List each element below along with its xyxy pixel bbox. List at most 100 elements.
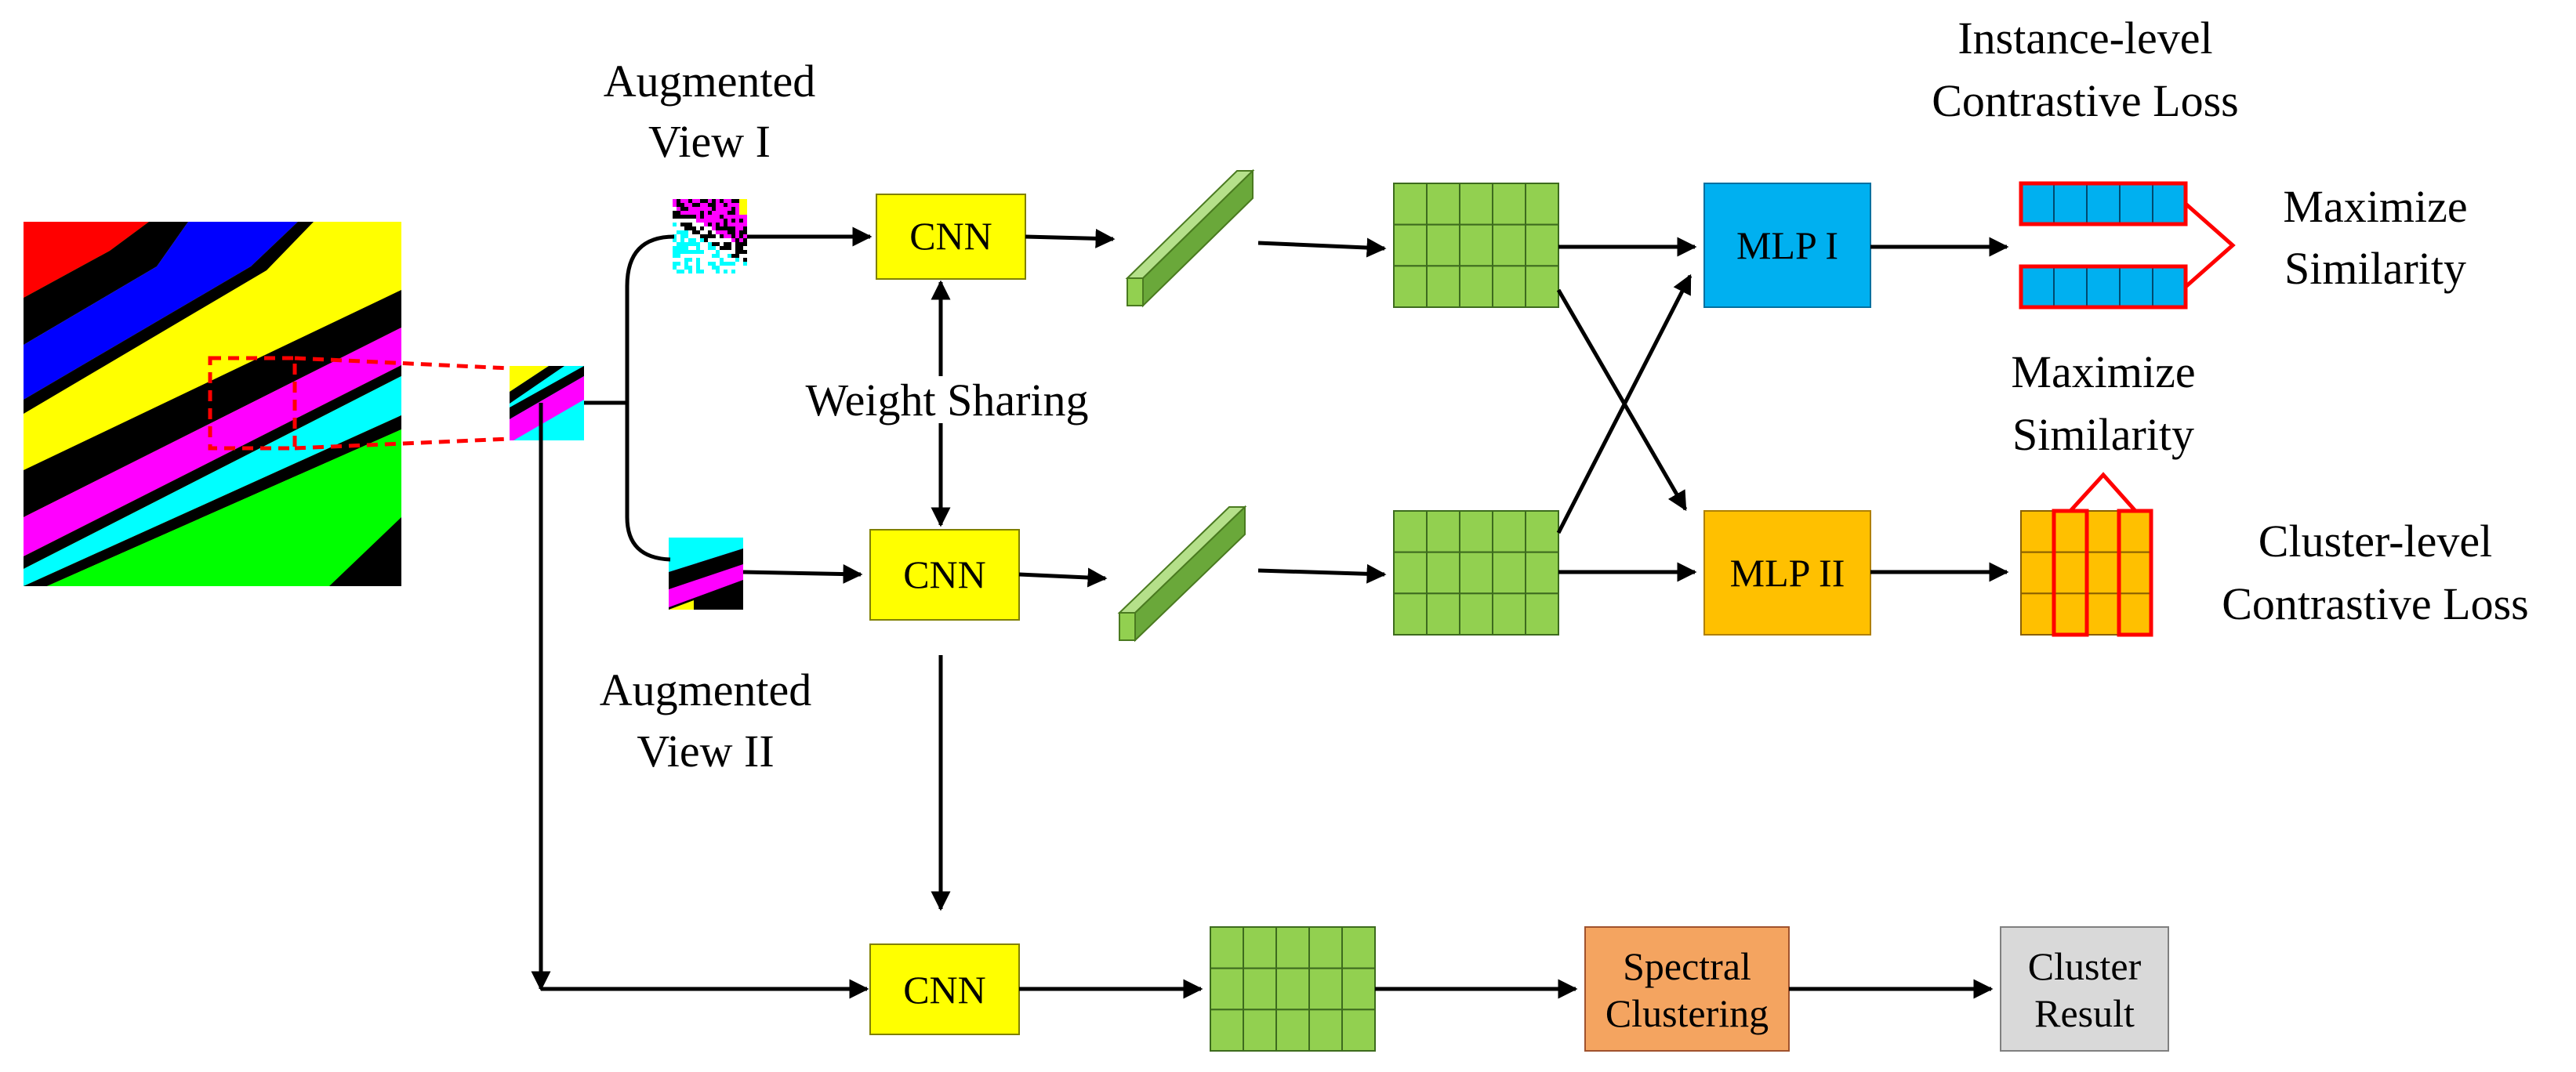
- noise-pixel: [704, 254, 708, 258]
- noise-pixel: [716, 211, 720, 215]
- noise-pixel: [700, 242, 704, 246]
- noise-pixel: [731, 254, 735, 258]
- noise-pixel: [724, 270, 727, 273]
- noise-pixel: [743, 262, 747, 266]
- mlp-1-label: MLP I: [1736, 223, 1838, 267]
- noise-pixel: [727, 234, 731, 238]
- noise-pixel: [692, 254, 696, 258]
- noise-pixel: [743, 270, 747, 273]
- noise-pixel: [677, 270, 680, 273]
- noise-pixel: [696, 223, 700, 226]
- noise-pixel: [727, 215, 731, 219]
- noise-pixel: [716, 254, 720, 258]
- grid-cell: [1492, 592, 1526, 636]
- noise-pixel: [673, 211, 677, 215]
- noise-pixel: [720, 234, 724, 238]
- noise-pixel: [696, 207, 700, 211]
- cnn-mid-box: [869, 529, 1020, 621]
- noise-pixel: [708, 242, 712, 246]
- noise-pixel: [724, 226, 727, 230]
- grid-cell: [1492, 223, 1526, 267]
- noise-pixel: [704, 270, 708, 273]
- spectral-label-line-2: Clustering: [1605, 991, 1769, 1035]
- noise-pixel: [708, 270, 712, 273]
- noise-pixel: [716, 266, 720, 270]
- noise-pixel: [727, 262, 731, 266]
- noise-pixel: [735, 203, 739, 207]
- noise-pixel: [727, 238, 731, 242]
- noise-pixel: [692, 223, 696, 226]
- noise-pixel: [677, 250, 680, 254]
- noise-pixel: [688, 211, 692, 215]
- noise-pixel: [724, 234, 727, 238]
- noise-pixel: [673, 203, 677, 207]
- grid-cell: [1492, 183, 1526, 226]
- noise-pixel: [692, 270, 696, 273]
- grid-cell: [1426, 592, 1460, 636]
- noise-pixel: [673, 262, 677, 266]
- noise-pixel: [673, 250, 677, 254]
- selected-region-outline: [208, 356, 297, 451]
- noise-pixel: [712, 219, 716, 223]
- noise-pixel: [735, 266, 739, 270]
- grid-cell: [2085, 510, 2120, 553]
- grid-cell: [1341, 1009, 1376, 1052]
- spectral-label-line-1: Spectral: [1623, 944, 1751, 988]
- result-label-line-1: Cluster: [2028, 944, 2142, 988]
- noise-pixel: [735, 219, 739, 223]
- noise-pixel: [700, 203, 704, 207]
- noise-pixel: [700, 207, 704, 211]
- noise-pixel: [696, 270, 700, 273]
- noise-pixel: [724, 238, 727, 242]
- branch-to-view-1: [584, 234, 675, 405]
- noise-pixel: [739, 203, 743, 207]
- noise-pixel: [696, 211, 700, 215]
- noise-pixel: [673, 254, 677, 258]
- noise-pixel: [743, 242, 747, 246]
- noise-pixel: [700, 211, 704, 215]
- grid-cell: [2086, 183, 2121, 225]
- map-region-blue: [24, 222, 298, 400]
- noise-pixel: [708, 254, 712, 258]
- noise-pixel: [696, 226, 700, 230]
- noise-pixel: [704, 258, 708, 262]
- arrow-vector-to-grid-mid: [1257, 563, 1387, 584]
- noise-pixel: [712, 230, 716, 234]
- noise-pixel: [692, 258, 696, 262]
- noise-pixel: [680, 266, 684, 270]
- noise-pixel: [700, 215, 704, 219]
- noise-pixel: [712, 250, 716, 254]
- noise-pixel: [720, 219, 724, 223]
- grid-cell: [1393, 510, 1428, 553]
- noise-pixel: [684, 250, 688, 254]
- noise-pixel: [731, 203, 735, 207]
- noise-pixel: [692, 234, 696, 238]
- noise-pixel: [688, 230, 692, 234]
- noise-pixel: [716, 234, 720, 238]
- grid-cell: [2020, 510, 2055, 553]
- noise-pixel: [680, 250, 684, 254]
- noise-pixel: [708, 246, 712, 250]
- arrow-cnn-top-to-vector: [1025, 228, 1116, 248]
- noise-pixel: [696, 246, 700, 250]
- instance-similarity-bracket: [2184, 202, 2236, 288]
- noise-pixel: [712, 203, 716, 207]
- ground-truth-map: [24, 222, 401, 586]
- noise-pixel: [677, 199, 680, 203]
- grid-cell: [2085, 551, 2120, 595]
- noise-pixel: [712, 226, 716, 230]
- noise-pixel: [692, 215, 696, 219]
- noise-pixel: [696, 203, 700, 207]
- noise-pixel: [692, 266, 696, 270]
- noise-pixel: [708, 203, 712, 207]
- noise-pixel: [688, 254, 692, 258]
- noise-pixel: [739, 215, 743, 219]
- noise-pixel: [735, 238, 739, 242]
- noise-pixel: [739, 266, 743, 270]
- noise-pixel: [739, 211, 743, 215]
- noise-pixel: [700, 223, 704, 226]
- noise-pixel: [708, 215, 712, 219]
- noise-pixel: [684, 215, 688, 219]
- arrow-grid-top-to-mlp-2: [1556, 288, 1688, 512]
- map-region-green: [47, 429, 401, 586]
